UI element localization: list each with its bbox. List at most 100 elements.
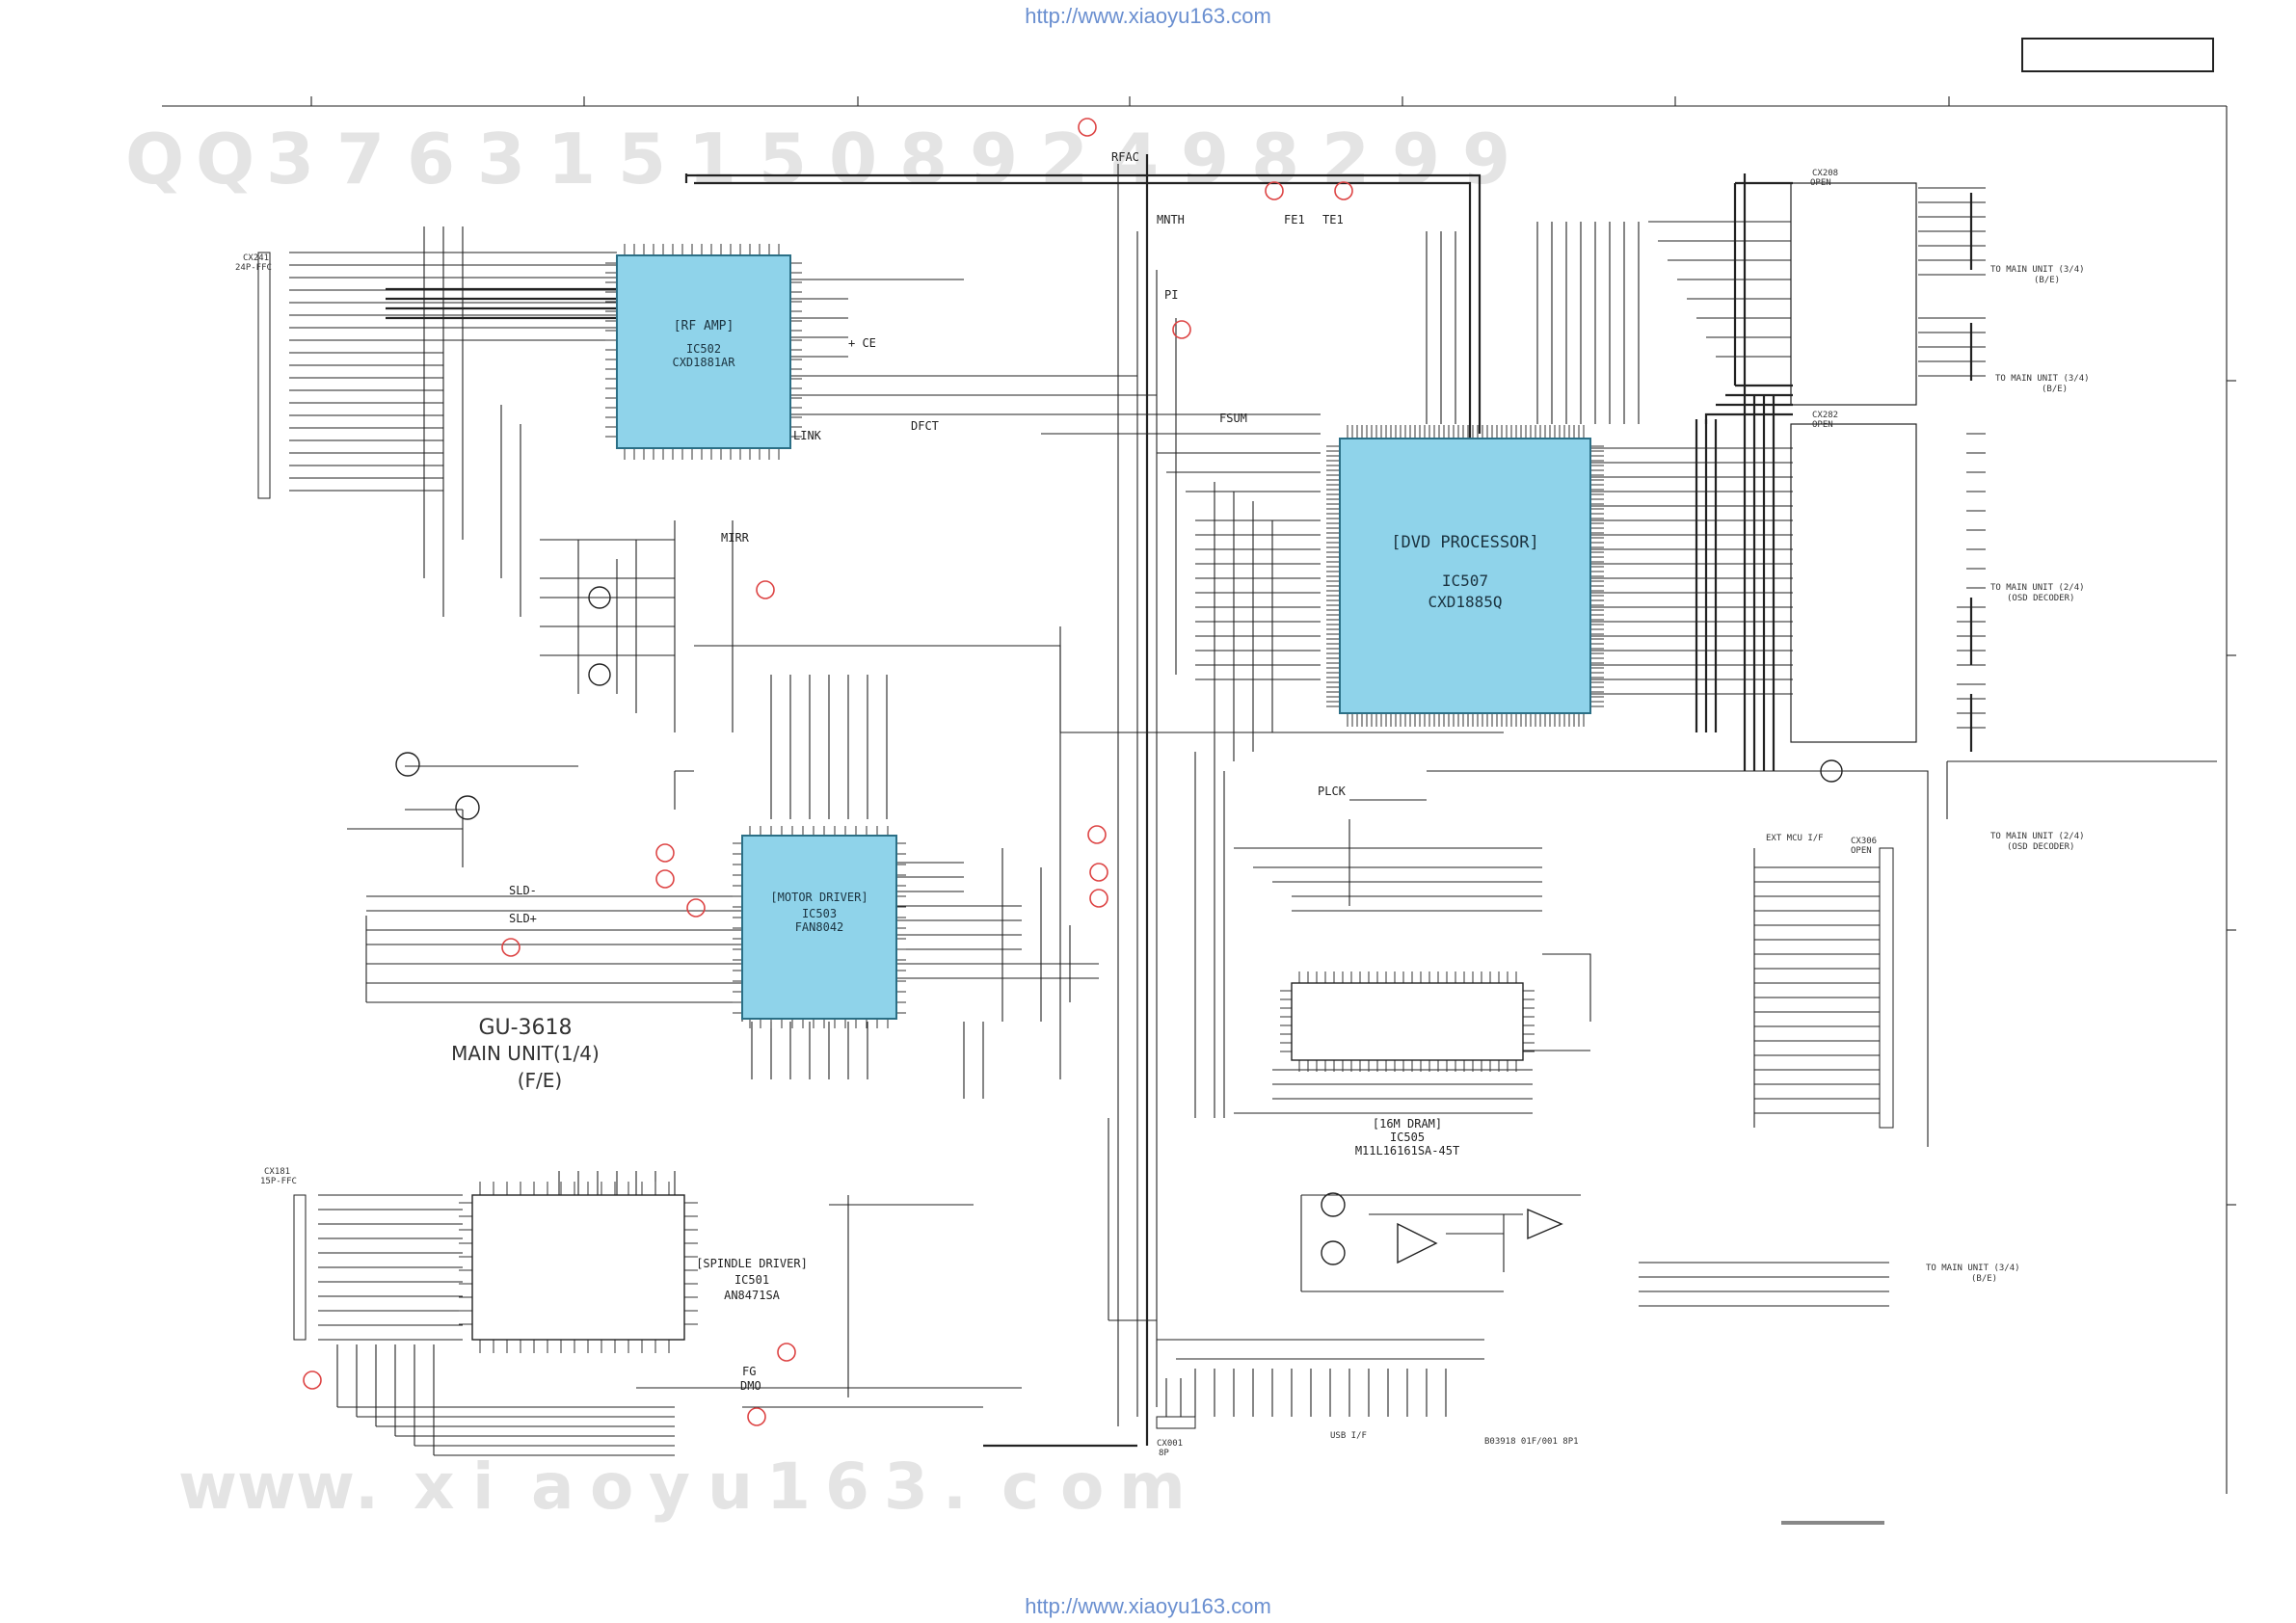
ic502-id: IC502 [686, 342, 721, 356]
connector-cx181: CX181 15P-FFC [260, 1167, 307, 1341]
ic503-motor-driver: [MOTOR DRIVER] IC503 FAN8042 [741, 835, 897, 1020]
connector-cx241-ref: CX241 [243, 253, 269, 263]
test-point [747, 1407, 766, 1426]
offpage-1-sub: (B/E) [2034, 276, 2060, 285]
offpage-2-sub: (B/E) [2042, 385, 2068, 394]
connector-cx306-ref: CX306 [1851, 837, 1877, 846]
watermark-char: 8 [899, 119, 948, 200]
usb-label: USB I/F [1330, 1431, 1367, 1441]
watermark-char: 3 [266, 119, 314, 200]
connector-cx282: CX282 OPEN [1790, 411, 1917, 743]
offpage-3-sub: (OSD DECODER) [2007, 594, 2074, 603]
signal-sld-plus: SLD+ [509, 912, 537, 925]
watermark-char: 6 [407, 119, 455, 200]
test-point [501, 938, 521, 957]
watermark-char: . [943, 1450, 967, 1524]
connector-cx001: CX001 8P [1156, 1416, 1196, 1458]
ic505-part: M11L16161SA-45T [1355, 1144, 1459, 1157]
watermark-char: w [178, 1450, 237, 1524]
signal-te1: TE1 [1322, 213, 1344, 226]
connector-cx241: CX241 24P-FFC [235, 252, 272, 499]
signal-link: LINK [793, 429, 822, 442]
offpage-4: TO MAIN UNIT (2/4) [1990, 832, 2085, 841]
ic507-dvd-processor: [DVD PROCESSOR] IC507 CXD1885Q [1339, 438, 1591, 714]
watermark-char: 3 [884, 1450, 928, 1524]
watermark-char: 2 [1040, 119, 1088, 200]
ic505-function: [16M DRAM] [1373, 1117, 1442, 1131]
wiring [289, 154, 2217, 1456]
watermark-char: 1 [766, 1450, 811, 1524]
signal-mirr: MIRR [721, 531, 750, 545]
watermark-char: 8 [1251, 119, 1299, 200]
ext-mcu-label: EXT MCU I/F [1766, 834, 1824, 843]
test-point [1334, 181, 1353, 200]
test-point [1078, 118, 1097, 137]
ic501-part: AN8471SA [724, 1289, 781, 1302]
connector-cx208-ref: CX208 [1812, 169, 1838, 178]
watermark-char: o [590, 1450, 633, 1524]
watermark-char: 7 [336, 119, 385, 200]
ic-pins [459, 244, 1604, 1353]
ic503-function: [MOTOR DRIVER] [770, 891, 868, 904]
offpage-3: TO MAIN UNIT (2/4) [1990, 583, 2085, 593]
signal-fsum: FSUM [1219, 412, 1247, 425]
watermark-char: w [237, 1450, 296, 1524]
test-point [303, 1370, 322, 1390]
test-point [1265, 181, 1284, 200]
sheet-frame [162, 38, 2236, 1525]
signal-ce: + CE [848, 336, 876, 350]
test-points [303, 118, 1353, 1426]
board-unit: MAIN UNIT(1/4) [451, 1042, 600, 1065]
board-section: (F/E) [518, 1069, 562, 1092]
signal-dfct: DFCT [911, 419, 939, 433]
watermark-char: 3 [477, 119, 525, 200]
connector-cx241-text: 24P-FFC [235, 263, 272, 273]
watermark-char: Q [125, 119, 184, 200]
test-point [1172, 320, 1191, 339]
ic507-part: CXD1885Q [1428, 593, 1502, 611]
watermark-char: u [707, 1450, 753, 1524]
offpage-2: TO MAIN UNIT (3/4) [1995, 374, 2090, 384]
ic502-function: [RF AMP] [674, 319, 734, 333]
connector-cx181-text: 15P-FFC [260, 1177, 297, 1186]
connector-cx181-ref: CX181 [264, 1167, 290, 1177]
signal-plck: PLCK [1318, 785, 1347, 798]
test-point [777, 1343, 796, 1362]
connector-cx208-text: OPEN [1810, 178, 1831, 188]
watermark-char: 9 [970, 119, 1018, 200]
watermark-char: 9 [1181, 119, 1229, 200]
connector-cx306-text: OPEN [1851, 846, 1872, 856]
board-model: GU-3618 [478, 1016, 572, 1040]
test-point [655, 843, 675, 863]
watermark-char: i [472, 1450, 494, 1524]
offpage-4-sub: (OSD DECODER) [2007, 842, 2074, 852]
ic505-id: IC505 [1390, 1131, 1425, 1144]
watermark-char: 9 [1392, 119, 1440, 200]
footnote: B03918 01F/001 8P1 [1484, 1437, 1579, 1447]
watermark-char: Q [196, 119, 254, 200]
signal-mnth: MNTH [1157, 213, 1185, 226]
signal-sld-minus: SLD- [509, 884, 537, 897]
test-point [655, 869, 675, 889]
connector-cx282-ref: CX282 [1812, 411, 1838, 420]
test-point [686, 898, 706, 918]
watermark-char: m [1119, 1450, 1186, 1524]
connector-cx306: CX306 OPEN [1851, 837, 1894, 1129]
watermark-char: 1 [688, 119, 736, 200]
offpage-labels: TO MAIN UNIT (3/4) (B/E) TO MAIN UNIT (3… [1330, 265, 2090, 1447]
ic501-function: [SPINDLE DRIVER] [696, 1257, 808, 1270]
test-point [1089, 889, 1108, 908]
watermark-char: 0 [829, 119, 877, 200]
watermark-char: 6 [825, 1450, 869, 1524]
ic503-part: FAN8042 [795, 920, 844, 934]
watermark-char: o [1060, 1450, 1104, 1524]
source-url-top: http://www.xiaoyu163.com [1025, 4, 1271, 28]
watermark-char: y [649, 1450, 690, 1524]
signal-pi: PI [1164, 288, 1178, 302]
offpage-5: TO MAIN UNIT (3/4) [1926, 1264, 2020, 1273]
signal-fe1: FE1 [1284, 213, 1305, 226]
source-url-bottom: http://www.xiaoyu163.com [1025, 1594, 1271, 1618]
connector-cx001-ref: CX001 [1157, 1439, 1183, 1449]
